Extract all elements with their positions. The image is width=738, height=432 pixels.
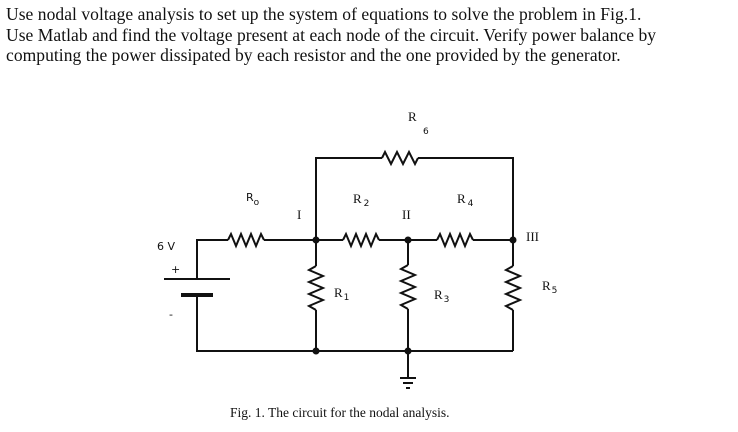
resistor-r1-zigzag [306,265,326,311]
top-rule [0,0,738,2]
source-voltage-label: 6 V [157,240,175,253]
problem-statement: Use nodal voltage analysis to set up the… [6,4,732,66]
resistor-r0-zigzag [227,231,265,249]
r5-sub: 5 [552,286,558,296]
r4-base: R [457,191,466,206]
junction-dot-node1 [312,236,320,244]
r1-sub: 1 [344,293,350,303]
r1-label: R1 [334,285,349,303]
r4-sub: 4 [468,199,474,209]
node-2-label: II [402,207,411,222]
node-1-label: I [297,207,301,222]
wire-r6-right [418,157,514,242]
wire-r6-left [315,157,382,241]
r0-sub: o [254,198,260,208]
problem-line-3: computing the power dissipated by each r… [6,45,621,65]
source-minus-label: - [169,308,173,321]
r6-sub: 6 [423,127,429,137]
r6-base: R [408,109,417,124]
r1-base: R [334,285,343,300]
node-3-label: III [526,229,539,244]
r3-base: R [434,287,443,302]
figure-caption: Fig. 1. The circuit for the nodal analys… [230,405,450,420]
problem-line-1: Use nodal voltage analysis to set up the… [6,4,642,24]
resistor-r5-zigzag [503,265,523,311]
r2-sub: 2 [364,199,370,209]
r3-sub: 3 [444,295,450,305]
r6-label: R [408,109,417,124]
r5-base: R [542,278,551,293]
resistor-r6-zigzag [381,149,419,167]
resistor-r2-zigzag [342,231,380,249]
resistor-r3-zigzag [398,264,418,310]
r3-label: R3 [434,287,449,305]
problem-line-2: Use Matlab and find the voltage present … [6,24,657,45]
wire-bottom-return [196,300,513,352]
resistor-r4-zigzag [436,231,474,249]
junction-dot-bottom-r1 [312,347,320,355]
r0-base: R [246,191,254,204]
r0-label: Ro [246,191,260,208]
r2-base: R [353,191,362,206]
source-plus-label: + [171,263,180,276]
wire-source-to-r0 [196,239,228,260]
junction-dot-node2 [404,236,412,244]
r5-label: R5 [542,278,557,296]
junction-dot-node3 [509,236,517,244]
junction-dot-bottom-r3 [404,347,412,355]
